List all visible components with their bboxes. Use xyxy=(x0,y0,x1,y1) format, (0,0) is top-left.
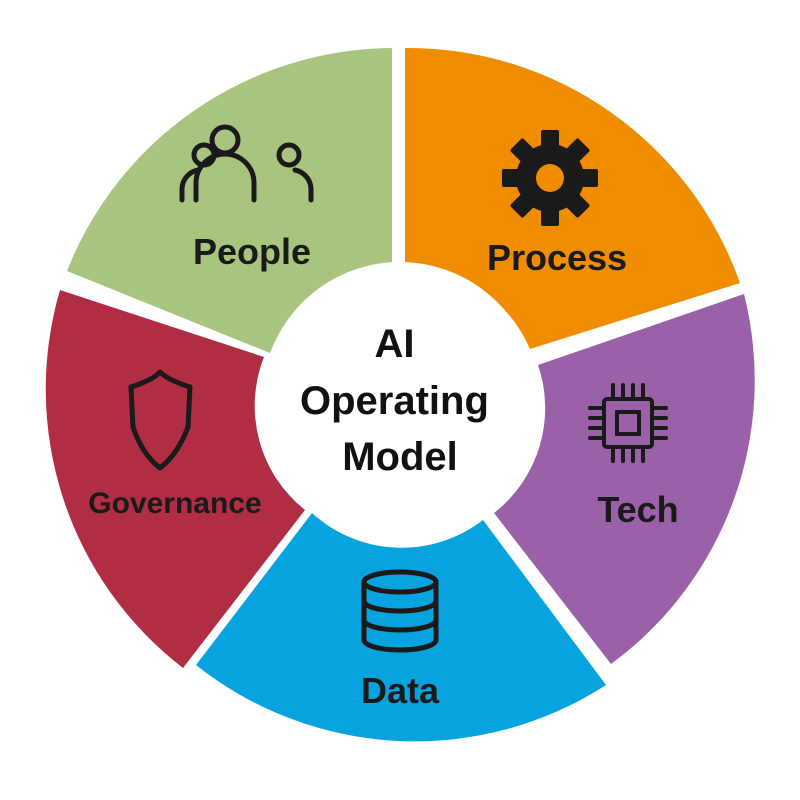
center-title-line-1: AI xyxy=(374,322,414,366)
segment-label-data: Data xyxy=(361,670,440,711)
segment-label-process: Process xyxy=(487,237,627,278)
center-title-line-3: Model xyxy=(342,435,458,479)
center-hub xyxy=(262,262,538,538)
segment-label-governance: Governance xyxy=(88,487,261,520)
segment-label-people: People xyxy=(193,231,311,272)
people-icon xyxy=(179,124,314,203)
segment-tech[interactable] xyxy=(494,294,755,664)
database-icon xyxy=(361,569,439,653)
center-title-line-2: Operating xyxy=(300,379,489,423)
shield-icon xyxy=(128,369,193,471)
segment-label-tech: Tech xyxy=(597,489,678,530)
chip-icon xyxy=(588,383,668,463)
segment-people[interactable] xyxy=(67,48,392,353)
gear-icon xyxy=(502,130,598,226)
segment-data[interactable] xyxy=(196,513,606,742)
segment-governance[interactable] xyxy=(45,290,305,668)
center-title: AI Operating Model xyxy=(300,322,500,479)
